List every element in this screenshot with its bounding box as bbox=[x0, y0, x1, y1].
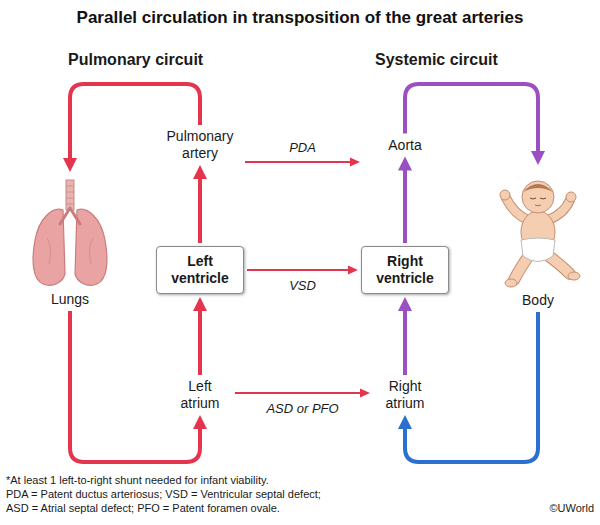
flow-arrow bbox=[193, 297, 207, 375]
chamber-box: Right ventricle bbox=[361, 246, 449, 294]
node-text: Body bbox=[488, 292, 588, 309]
arrow-head bbox=[350, 158, 360, 167]
flow-line bbox=[247, 269, 351, 271]
flow-line bbox=[403, 307, 407, 375]
flow-arrow bbox=[247, 266, 358, 275]
flow-line bbox=[245, 161, 353, 163]
flow-arrow bbox=[235, 389, 370, 398]
node-text: Right atrium bbox=[375, 378, 435, 412]
footnote: *At least 1 left-to-right shunt needed f… bbox=[6, 474, 269, 487]
shunt-label: PDA bbox=[287, 140, 318, 155]
footnote: PDA = Patent ductus arteriosus; VSD = Ve… bbox=[6, 488, 321, 501]
diagram-title: Parallel circulation in transposition of… bbox=[0, 8, 600, 28]
chamber-label: Right atrium bbox=[373, 378, 437, 412]
node-text: Pulmonary artery bbox=[160, 128, 240, 162]
flow-line bbox=[405, 84, 538, 155]
circuit-heading: Pulmonary circuit bbox=[68, 50, 203, 69]
organ-node: Lungs bbox=[22, 175, 118, 308]
vessel-label: Aorta bbox=[363, 137, 447, 154]
shunt-label: ASD or PFO bbox=[264, 401, 340, 416]
flow-arrow bbox=[405, 84, 545, 165]
arrow-head bbox=[398, 157, 412, 171]
flow-line bbox=[198, 307, 202, 375]
arrow-head bbox=[193, 165, 207, 179]
node-text: Lungs bbox=[24, 291, 116, 308]
arrow-head bbox=[398, 415, 412, 429]
flow-line bbox=[403, 166, 407, 243]
node-text: Aorta bbox=[365, 137, 445, 154]
arrow-head bbox=[193, 297, 207, 311]
flow-arrow bbox=[245, 158, 360, 167]
arrow-head bbox=[360, 389, 370, 398]
arrow-head bbox=[348, 266, 358, 275]
chamber-box: Left ventricle bbox=[156, 246, 244, 294]
arrow-head bbox=[398, 297, 412, 311]
copyright: ©UWorld bbox=[549, 502, 594, 515]
lungs-illustration bbox=[25, 178, 115, 288]
vessel-label: Pulmonary artery bbox=[158, 128, 242, 162]
organ-node: Body bbox=[486, 168, 590, 309]
chamber-label: Left atrium bbox=[168, 378, 232, 412]
arrow-head bbox=[193, 415, 207, 429]
node-text: Left ventricle bbox=[165, 253, 235, 287]
node-text: Right ventricle bbox=[370, 253, 440, 287]
arrow-head bbox=[63, 158, 77, 172]
flow-line bbox=[235, 392, 363, 394]
flow-line bbox=[198, 175, 202, 243]
node-text: Left atrium bbox=[170, 378, 230, 412]
flow-line bbox=[405, 312, 538, 462]
flow-arrow bbox=[398, 157, 412, 244]
circuit-heading: Systemic circuit bbox=[375, 50, 498, 69]
flow-line bbox=[70, 84, 200, 162]
infant-illustration bbox=[488, 172, 588, 290]
flow-arrow bbox=[398, 297, 412, 375]
footnote: ASD = Atrial septal defect; PFO = Patent… bbox=[6, 502, 280, 515]
flow-arrow bbox=[193, 165, 207, 243]
shunt-label: VSD bbox=[287, 278, 318, 293]
flow-line bbox=[70, 311, 200, 462]
flow-arrow bbox=[70, 311, 207, 462]
arrow-head bbox=[531, 151, 545, 165]
